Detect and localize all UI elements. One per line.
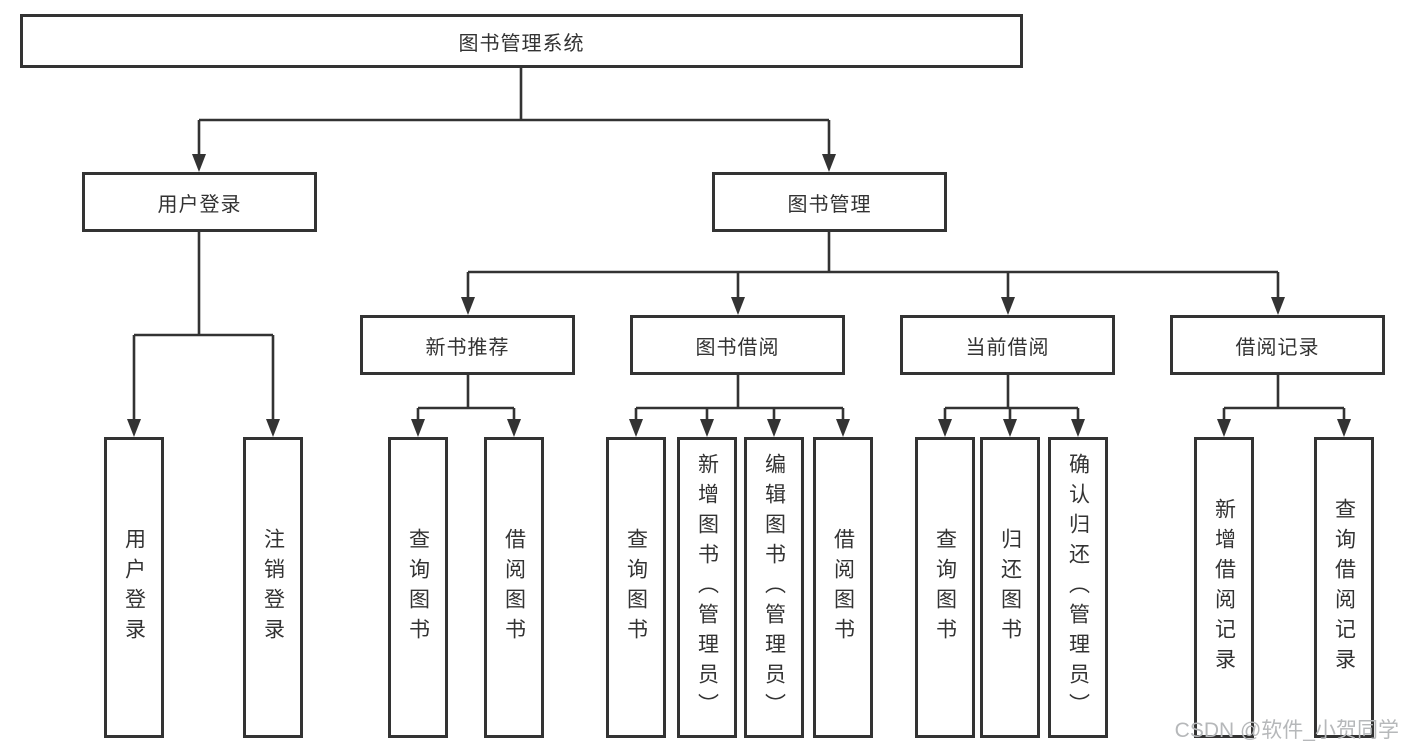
node-user-login: 用户登录 — [104, 437, 164, 738]
node-borrow-records: 借阅记录 — [1170, 315, 1385, 375]
node-query-books-recommend: 查询图书 — [388, 437, 448, 738]
connector-root-to-level2 — [197, 68, 831, 156]
node-edit-book-admin: 编辑图书（管理员） — [744, 437, 804, 738]
connector-current-borrow-to-leaves — [943, 375, 1080, 421]
node-user-login-module: 用户登录 — [82, 172, 317, 232]
node-add-borrow-record: 新增借阅记录 — [1194, 437, 1254, 738]
node-book-management-module: 图书管理 — [712, 172, 947, 232]
connector-book-borrow-to-leaves — [634, 375, 845, 421]
node-borrow-book-recommend: 借阅图书 — [484, 437, 544, 738]
arrowheads — [127, 154, 1351, 437]
node-book-borrow-label: 图书借阅 — [695, 336, 780, 359]
node-current-borrow-label: 当前借阅 — [965, 336, 1050, 359]
node-query-books-current: 查询图书 — [915, 437, 975, 738]
node-book-management-module-label: 图书管理 — [787, 193, 872, 216]
node-add-book-admin: 新增图书（管理员） — [677, 437, 737, 738]
node-library-system: 图书管理系统 — [20, 14, 1023, 68]
node-query-borrow-record: 查询借阅记录 — [1314, 437, 1374, 738]
node-return-book: 归还图书 — [980, 437, 1040, 738]
csdn-watermark: CSDN @软件_小贺同学 — [1174, 719, 1399, 742]
node-query-books-borrow: 查询图书 — [606, 437, 666, 738]
connector-book-mgmt-to-level3 — [466, 232, 1280, 299]
node-new-book-recommend: 新书推荐 — [360, 315, 575, 375]
node-logout: 注销登录 — [243, 437, 303, 738]
node-borrow-records-label: 借阅记录 — [1235, 336, 1320, 359]
node-library-system-label: 图书管理系统 — [458, 32, 585, 55]
node-current-borrow: 当前借阅 — [900, 315, 1115, 375]
connector-user-login-to-leaves — [132, 232, 275, 421]
node-user-login-module-label: 用户登录 — [157, 193, 242, 216]
connector-borrow-records-to-leaves — [1222, 375, 1346, 421]
node-borrow-book: 借阅图书 — [813, 437, 873, 738]
node-book-borrow: 图书借阅 — [630, 315, 845, 375]
node-new-book-recommend-label: 新书推荐 — [425, 336, 510, 359]
connector-new-book-to-leaves — [416, 375, 516, 421]
node-confirm-return-admin: 确认归还（管理员） — [1048, 437, 1108, 738]
